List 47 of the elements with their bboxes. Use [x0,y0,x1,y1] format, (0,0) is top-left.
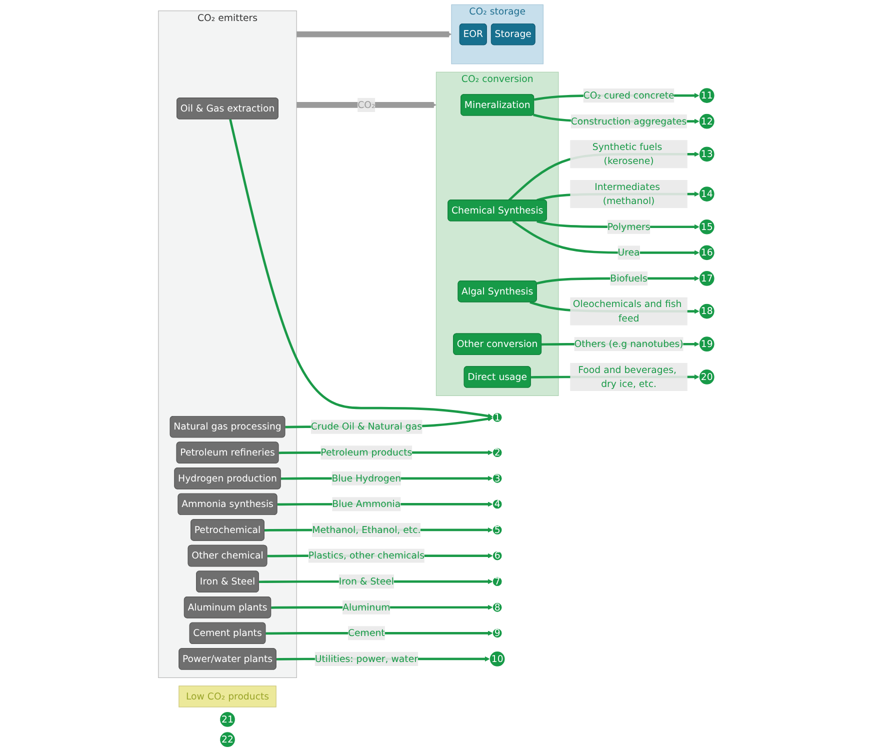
node-circle: 20 [698,368,715,385]
node-circle: 2 [492,448,502,458]
node-circle: 4 [492,499,502,510]
arrow [296,31,452,38]
node-circle: 1 [492,412,502,422]
edge-label: Others (e.g nanotubes) [574,338,684,350]
arrow [229,119,493,419]
edge-label: Construction aggregates [570,115,687,127]
edge-label: Intermediates (methanol) [594,181,660,206]
node-circle: 11 [698,88,715,104]
node-circle: 14 [698,186,715,202]
node-circle: 10 [489,650,506,667]
node-circle: 5 [492,524,502,536]
node-circle: 13 [698,146,715,162]
node-circle: 7 [492,576,502,587]
edge-label: Oleochemicals and fish feed [572,298,682,324]
node-circle: 6 [492,550,502,561]
edge-label: Crude Oil & Natural gas [310,420,422,432]
arrow [296,102,436,108]
edge-label: Blue Ammonia [332,498,401,510]
node-circle: 3 [492,473,502,484]
edge-label: Blue Hydrogen [332,472,402,484]
node-circle: 16 [698,244,715,261]
node-box: Low CO₂ products [178,686,276,708]
node-circle: 17 [698,270,715,286]
edge-label: Utilities: power, water [314,653,418,664]
node-circle: 22 [219,732,236,748]
edge-label: Aluminum [342,602,390,613]
edge-label: Synthetic fuels (kerosene) [592,141,662,166]
edge-label: Polymers [607,221,650,232]
edge-label: Cement [348,627,385,638]
edge-label: CO₂ cured concrete [583,90,674,101]
edge-label: Food and beverages, dry ice, etc. [578,364,676,390]
node-circle: 19 [698,336,715,352]
node-circle: 12 [698,113,715,130]
node-circle: 21 [219,711,236,728]
node-circle: 8 [492,602,502,612]
node-circle: 18 [698,303,715,320]
edge-label: Urea [618,246,640,258]
edge-label: CO₂ [358,99,376,110]
node-circle: 9 [492,628,502,638]
edge-label: Methanol, Ethanol, etc. [312,524,421,536]
edge-label: Plastics, other chemicals [308,550,424,562]
edge-label: Iron & Steel [338,576,394,587]
edge-label: Biofuels [610,272,648,284]
edge-label: Petroleum products [320,446,412,458]
node-circle: 15 [698,218,715,235]
